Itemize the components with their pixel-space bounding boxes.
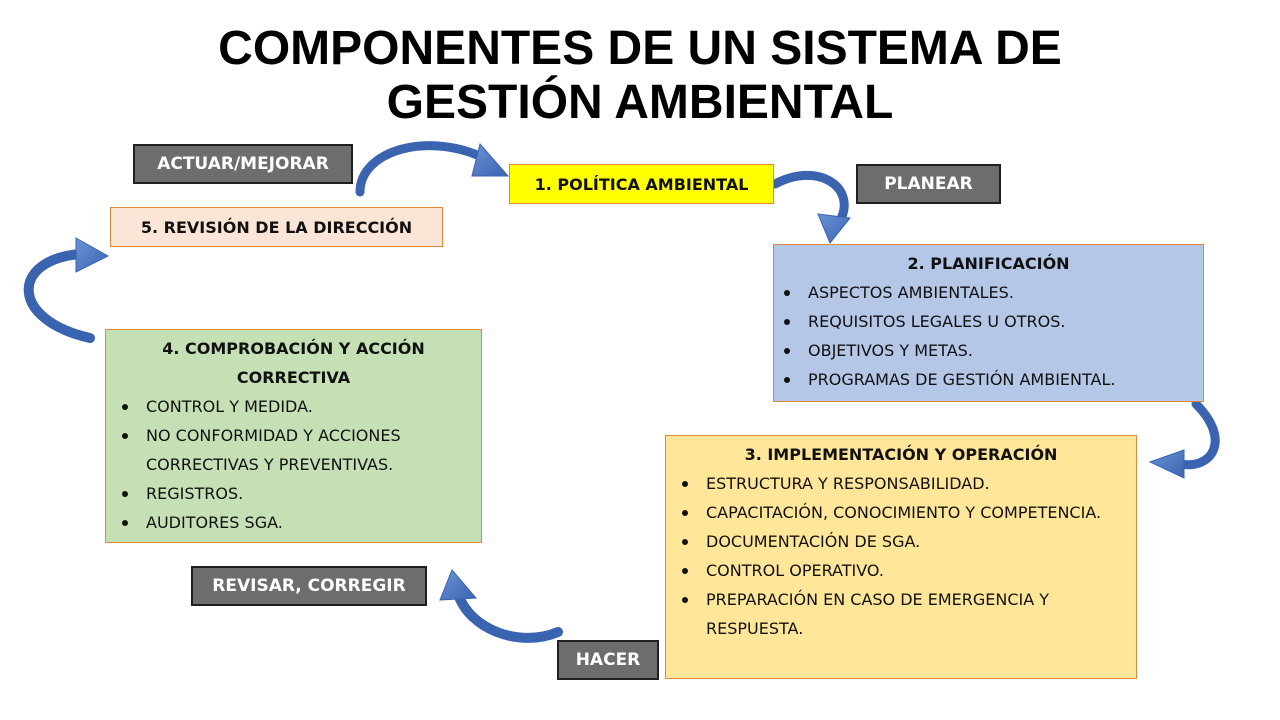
component-comprobacion: 4. COMPROBACIÓN Y ACCIÓN CORRECTIVA CONT… bbox=[105, 329, 482, 543]
component-implementacion: 3. IMPLEMENTACIÓN Y OPERACIÓN ESTRUCTURA… bbox=[665, 435, 1137, 679]
component-implementacion-title: 3. IMPLEMENTACIÓN Y OPERACIÓN bbox=[744, 445, 1058, 464]
arrow-planificacion-to-implementacion bbox=[1148, 399, 1220, 479]
component-planificacion-list: ASPECTOS AMBIENTALES. REQUISITOS LEGALES… bbox=[774, 278, 1203, 394]
list-item: AUDITORES SGA. bbox=[122, 508, 467, 537]
list-item: PROGRAMAS DE GESTIÓN AMBIENTAL. bbox=[784, 365, 1203, 394]
component-politica: 1. POLÍTICA AMBIENTAL bbox=[509, 164, 774, 204]
list-item: PREPARACIÓN EN CASO DE EMERGENCIA Y RESP… bbox=[682, 585, 1122, 643]
arrow-comprobacion-to-revision bbox=[23, 237, 110, 343]
list-item: REQUISITOS LEGALES U OTROS. bbox=[784, 307, 1203, 336]
phase-tag-hacer: HACER bbox=[557, 640, 659, 680]
component-implementacion-list: ESTRUCTURA Y RESPONSABILIDAD. CAPACITACI… bbox=[666, 469, 1122, 643]
title-line-2: GESTIÓN AMBIENTAL bbox=[386, 76, 894, 129]
arrow-politica-to-planificacion bbox=[770, 170, 851, 244]
list-item: CONTROL Y MEDIDA. bbox=[122, 392, 467, 421]
list-item: ESTRUCTURA Y RESPONSABILIDAD. bbox=[682, 469, 1122, 498]
list-item: OBJETIVOS Y METAS. bbox=[784, 336, 1203, 365]
list-item: NO CONFORMIDAD Y ACCIONES CORRECTIVAS Y … bbox=[122, 421, 467, 479]
phase-tag-actuar: ACTUAR/MEJORAR bbox=[133, 144, 353, 184]
component-planificacion: 2. PLANIFICACIÓN ASPECTOS AMBIENTALES. R… bbox=[773, 244, 1204, 402]
diagram-title: COMPONENTES DE UN SISTEMA DE GESTIÓN AMB… bbox=[0, 22, 1280, 130]
arrow-revision-to-politica bbox=[355, 141, 510, 197]
list-item: CONTROL OPERATIVO. bbox=[682, 556, 1122, 585]
title-line-1: COMPONENTES DE UN SISTEMA DE bbox=[218, 22, 1062, 75]
arrow-implementacion-to-comprobacion bbox=[439, 569, 563, 643]
phase-tag-revisar: REVISAR, CORREGIR bbox=[191, 566, 427, 606]
phase-tag-planear: PLANEAR bbox=[856, 164, 1001, 204]
component-revision-title: 5. REVISIÓN DE LA DIRECCIÓN bbox=[140, 217, 413, 237]
list-item: CAPACITACIÓN, CONOCIMIENTO Y COMPETENCIA… bbox=[682, 498, 1122, 527]
component-comprobacion-title: 4. COMPROBACIÓN Y ACCIÓN CORRECTIVA bbox=[162, 339, 425, 387]
list-item: DOCUMENTACIÓN DE SGA. bbox=[682, 527, 1122, 556]
list-item: REGISTROS. bbox=[122, 479, 467, 508]
component-planificacion-title: 2. PLANIFICACIÓN bbox=[907, 254, 1070, 273]
list-item: ASPECTOS AMBIENTALES. bbox=[784, 278, 1203, 307]
component-politica-title: 1. POLÍTICA AMBIENTAL bbox=[534, 174, 749, 194]
component-comprobacion-list: CONTROL Y MEDIDA. NO CONFORMIDAD Y ACCIO… bbox=[106, 392, 467, 537]
component-revision: 5. REVISIÓN DE LA DIRECCIÓN bbox=[110, 207, 443, 247]
